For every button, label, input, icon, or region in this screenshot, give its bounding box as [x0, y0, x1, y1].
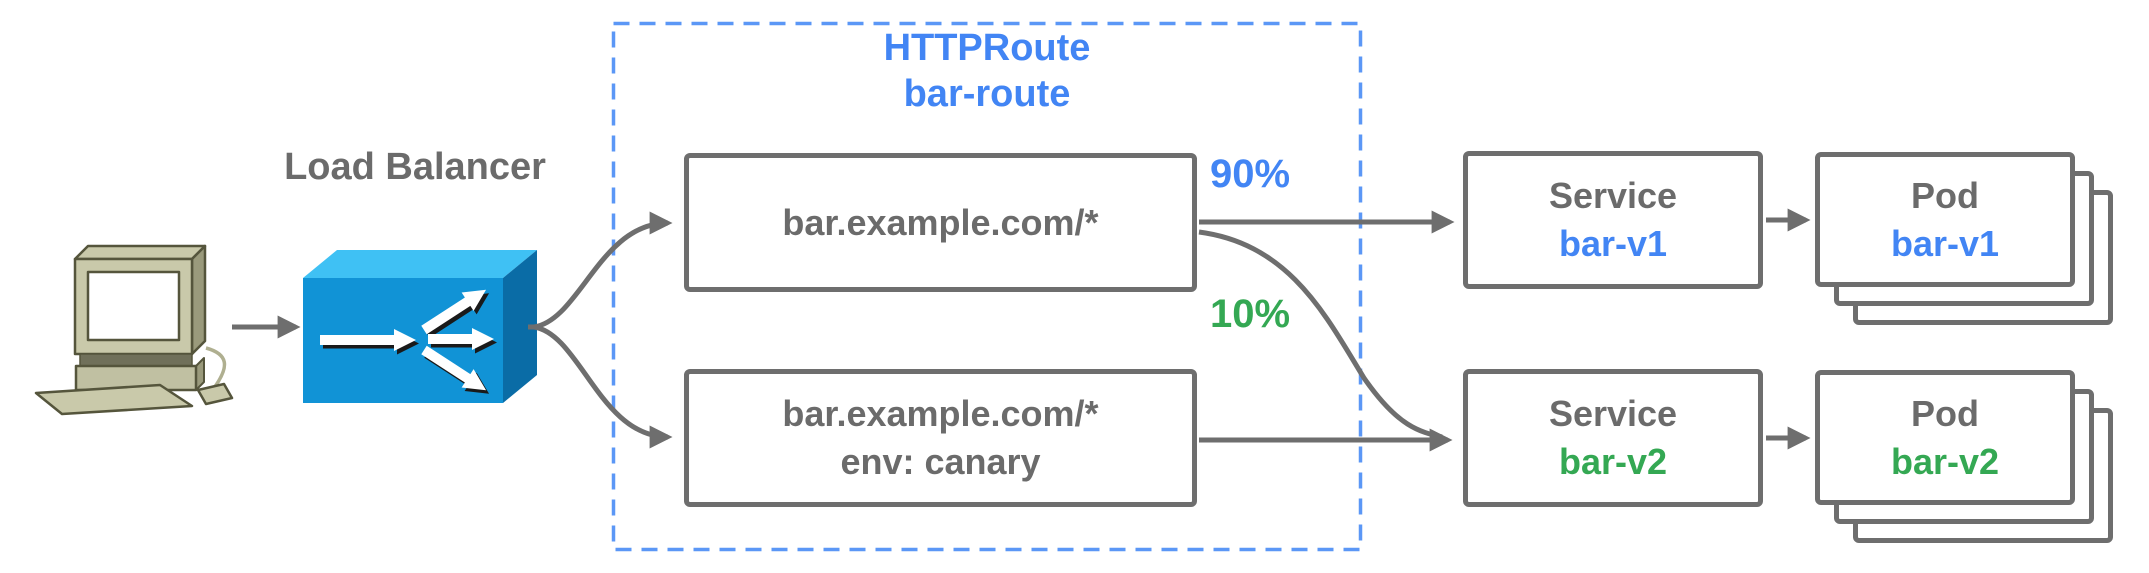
pod-bar-v2-stack: Pod bar-v2 [1815, 370, 2113, 543]
route-rule-1-match: bar.example.com/* [782, 201, 1099, 243]
pod-1-name-label: bar-v1 [1890, 222, 2000, 264]
service-bar-v1-box: Service bar-v1 [1463, 151, 1763, 289]
route-rule-1-box: bar.example.com/* [684, 153, 1197, 292]
httproute-kind-label: HTTPRoute [883, 27, 1091, 69]
weight-90-label: 90% [1210, 152, 1291, 196]
arrow-lb-to-route2 [533, 324, 673, 449]
service-2-name-label: bar-v2 [1558, 441, 1668, 482]
pod-2-name-label: bar-v2 [1890, 440, 2000, 482]
pod-2-kind-label: Pod [1911, 392, 1979, 434]
service-bar-v2-box: Service bar-v2 [1463, 369, 1763, 507]
route-rule-2-box: bar.example.com/* env: canary [684, 369, 1197, 507]
route-rule-2-header: env: canary [840, 441, 1041, 482]
route-rule-2-match: bar.example.com/* [782, 393, 1099, 435]
load-balancer-label: Load Balancer [284, 146, 546, 188]
pod-1-kind-label: Pod [1911, 174, 1979, 216]
pod-bar-v1-box: Pod bar-v1 [1815, 152, 2075, 287]
service-1-kind-label: Service [1548, 175, 1678, 217]
weight-10-label: 10% [1210, 292, 1291, 336]
pod-bar-v1-stack: Pod bar-v1 [1815, 152, 2113, 325]
httproute-dashed-boundary [611, 21, 1363, 552]
load-balancer-icon [303, 250, 537, 403]
httproute-title: HTTPRoute bar-route [613, 26, 1361, 117]
service-2-kind-label: Service [1548, 393, 1678, 435]
arrow-lb-to-route1 [533, 211, 673, 330]
load-balancer-arrows-icon [320, 289, 497, 394]
httproute-name-label: bar-route [903, 72, 1071, 115]
service-1-name-label: bar-v1 [1558, 223, 1668, 264]
arrow-route1-to-service2-canary [1198, 229, 1443, 440]
pod-bar-v2-box: Pod bar-v2 [1815, 370, 2075, 505]
desktop-computer-icon [34, 244, 234, 416]
